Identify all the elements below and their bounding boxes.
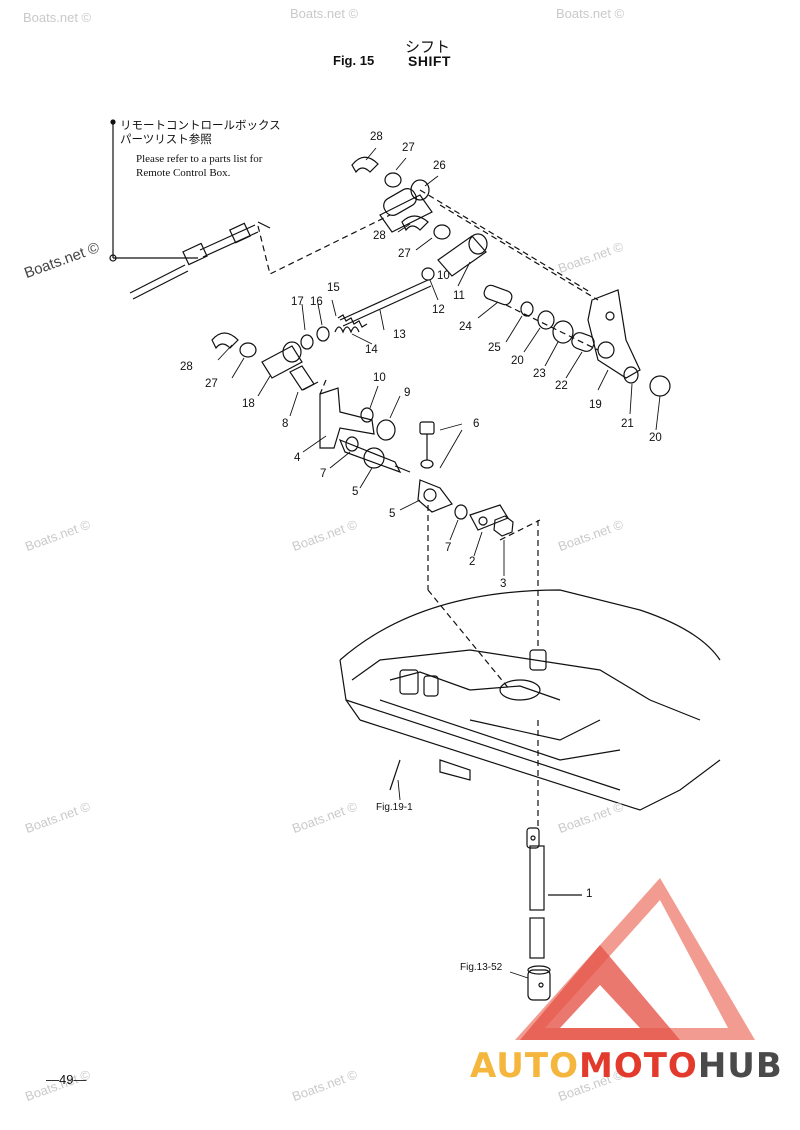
engine-base-housing bbox=[339, 589, 721, 811]
callout-22: 22 bbox=[555, 380, 568, 392]
callout-7-upper: 7 bbox=[320, 468, 327, 480]
callout-27-lower: 27 bbox=[205, 378, 218, 390]
callout-17: 17 bbox=[291, 296, 304, 308]
brand-moto: MOTO bbox=[578, 1046, 698, 1086]
callout-23: 23 bbox=[533, 368, 546, 380]
bracket-assembly bbox=[319, 387, 396, 449]
callout-12: 12 bbox=[432, 304, 445, 316]
spring-nut-washer bbox=[300, 326, 360, 350]
lower-joint-assembly bbox=[211, 332, 319, 391]
callout-13: 13 bbox=[393, 329, 406, 341]
automotohub-brand: AUTOMOTOHUB bbox=[470, 1046, 783, 1086]
shift-shaft bbox=[338, 436, 411, 474]
callout-10-upper: 10 bbox=[437, 270, 450, 282]
note-japanese: リモートコントロールボックス パーツリスト参照 bbox=[120, 118, 281, 146]
callout-10-lower: 10 bbox=[373, 372, 386, 384]
callout-28-upper: 28 bbox=[370, 131, 383, 143]
figure-title-japanese: シフト bbox=[405, 38, 451, 56]
callout-leaders bbox=[217, 147, 661, 979]
callout-1: 1 bbox=[586, 888, 593, 900]
callout-2: 2 bbox=[469, 556, 476, 568]
page-number: —49— bbox=[46, 1072, 87, 1087]
callout-24: 24 bbox=[459, 321, 472, 333]
upper-link-assembly bbox=[351, 156, 599, 301]
bolt-6 bbox=[419, 421, 435, 469]
assembly-dashed-lines bbox=[319, 379, 541, 830]
callout-18: 18 bbox=[242, 398, 255, 410]
callout-25: 25 bbox=[488, 342, 501, 354]
callout-28-lower: 28 bbox=[180, 361, 193, 373]
note-leader-line bbox=[109, 119, 198, 262]
callout-5-lower: 5 bbox=[389, 508, 396, 520]
brand-auto: AUTO bbox=[470, 1046, 579, 1086]
watermark: Boats.net © bbox=[556, 6, 625, 21]
watermark: Boats.net © bbox=[23, 10, 92, 25]
callout-20-upper: 20 bbox=[511, 355, 524, 367]
callout-7-lower: 7 bbox=[445, 542, 452, 554]
automotohub-logo-icon bbox=[515, 878, 755, 1040]
callout-5-upper: 5 bbox=[352, 486, 359, 498]
callout-20-lower: 20 bbox=[649, 432, 662, 444]
callout-8: 8 bbox=[282, 418, 289, 430]
callout-26: 26 bbox=[433, 160, 446, 172]
shift-rod bbox=[337, 279, 432, 328]
note-en-line1: Please refer to a parts list for bbox=[136, 153, 263, 165]
note-en-line2: Remote Control Box. bbox=[136, 167, 231, 179]
reference-fig-13-52: Fig.13-52 bbox=[460, 962, 503, 973]
shift-lever-assembly bbox=[483, 284, 671, 397]
note-english: Please refer to a parts list for Remote … bbox=[136, 152, 262, 180]
callout-28-middle: 28 bbox=[373, 230, 386, 242]
shift-crank-assembly bbox=[417, 479, 514, 537]
reference-fig-19-1: Fig.19-1 bbox=[376, 802, 413, 813]
figure-number: Fig. 15 bbox=[333, 53, 375, 68]
callout-15: 15 bbox=[327, 282, 340, 294]
callout-27-upper: 27 bbox=[402, 142, 415, 154]
callout-4: 4 bbox=[294, 452, 301, 464]
callout-21: 21 bbox=[621, 418, 634, 430]
lower-shift-rod bbox=[526, 827, 582, 1001]
callout-6: 6 bbox=[473, 418, 480, 430]
callout-9: 9 bbox=[404, 387, 411, 399]
callout-19: 19 bbox=[589, 399, 602, 411]
callout-11: 11 bbox=[453, 290, 465, 302]
callout-3: 3 bbox=[500, 578, 507, 590]
brand-hub: HUB bbox=[697, 1046, 783, 1086]
callout-27-middle: 27 bbox=[398, 248, 411, 260]
watermark: Boats.net © bbox=[290, 6, 359, 21]
note-jp-line1: リモートコントロールボックス bbox=[120, 118, 281, 132]
callout-14: 14 bbox=[365, 344, 378, 356]
callout-16: 16 bbox=[310, 296, 323, 308]
figure-name: SHIFT bbox=[408, 53, 451, 69]
remote-cable bbox=[129, 214, 391, 300]
note-jp-line2: パーツリスト参照 bbox=[120, 132, 212, 146]
